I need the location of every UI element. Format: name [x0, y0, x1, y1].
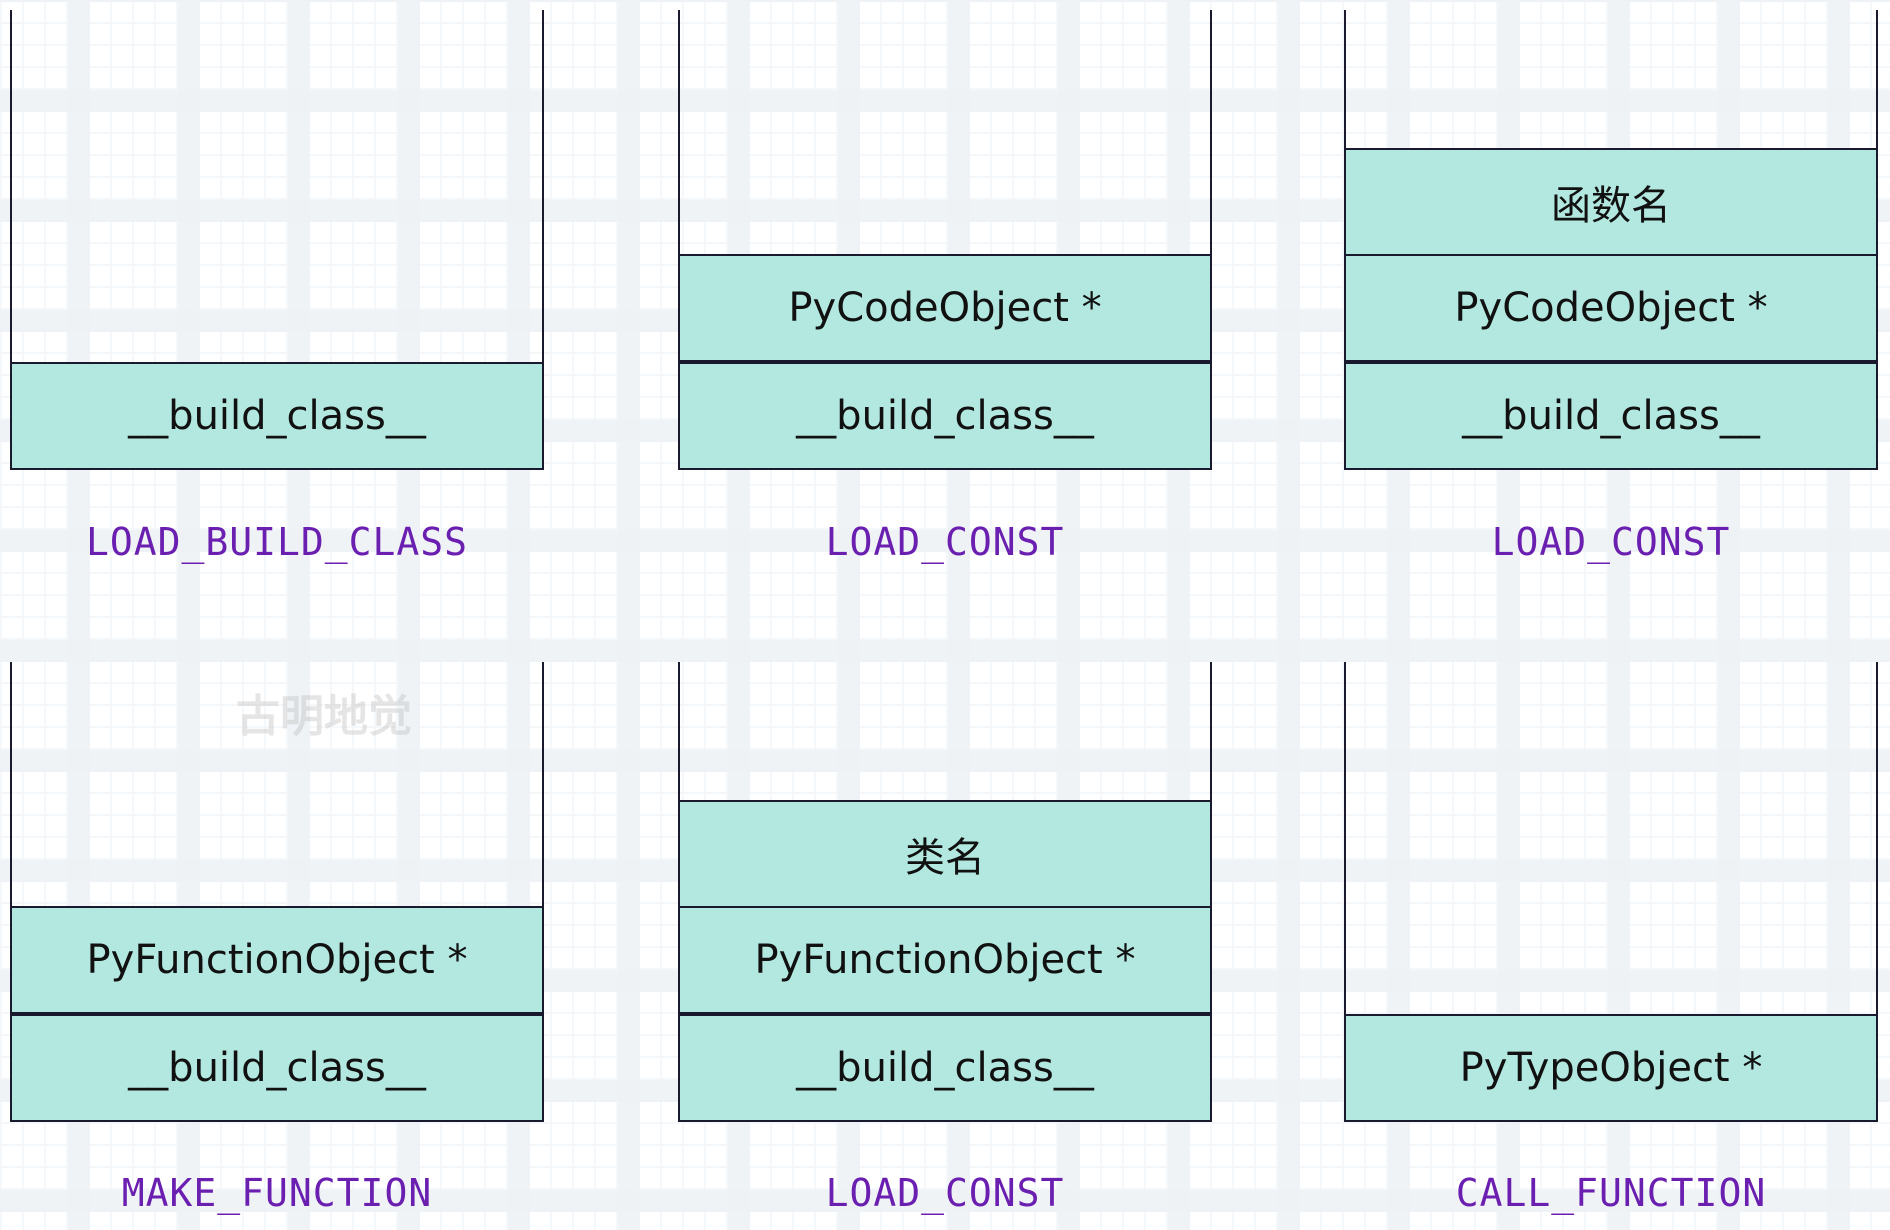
stack-diagram: __build_class__ PyCodeObject * 函数名 [1344, 10, 1878, 470]
stack-left-wall [10, 662, 12, 1122]
stack-right-wall [542, 662, 544, 1122]
opcode-caption: LOAD_BUILD_CLASS [85, 520, 469, 564]
stack-left-wall [10, 10, 12, 470]
opcode-caption: CALL_FUNCTION [1455, 1171, 1767, 1215]
opcode-caption: LOAD_CONST [1491, 520, 1731, 564]
stack-diagram: __build_class__ PyFunctionObject * [10, 662, 544, 1122]
stack-slot: __build_class__ [10, 362, 544, 470]
stack-slot: __build_class__ [1344, 362, 1878, 470]
stack-left-wall [678, 10, 680, 470]
stack-slot: PyCodeObject * [1344, 254, 1878, 362]
stack-slots: __build_class__ PyCodeObject * 函数名 [1344, 148, 1878, 470]
watermark-text: 古明地觉 [236, 691, 412, 742]
stack-slot: 类名 [678, 800, 1212, 908]
stack-slots: __build_class__ [10, 362, 544, 470]
stack-right-wall [1210, 10, 1212, 470]
opcode-caption: LOAD_CONST [825, 520, 1065, 564]
stack-slot: __build_class__ [678, 362, 1212, 470]
stack-right-wall [542, 10, 544, 470]
stack-left-wall [1344, 662, 1346, 1122]
stack-slots: __build_class__ PyFunctionObject * [10, 906, 544, 1122]
stack-slots: __build_class__ PyCodeObject * [678, 254, 1212, 470]
opcode-caption: MAKE_FUNCTION [121, 1171, 433, 1215]
stack-slot: PyFunctionObject * [678, 906, 1212, 1014]
stack-diagram: __build_class__ PyCodeObject * [678, 10, 1212, 470]
stack-slot: PyTypeObject * [1344, 1014, 1878, 1122]
stack-right-wall [1876, 662, 1878, 1122]
stack-slot: 函数名 [1344, 148, 1878, 256]
stack-diagram: __build_class__ PyFunctionObject * 类名 [678, 662, 1212, 1122]
opcode-caption: LOAD_CONST [825, 1171, 1065, 1215]
stack-slot: __build_class__ [678, 1014, 1212, 1122]
stack-diagram: __build_class__ [10, 10, 544, 470]
stack-slots: __build_class__ PyFunctionObject * 类名 [678, 800, 1212, 1122]
stack-diagram: PyTypeObject * [1344, 662, 1878, 1122]
stack-slot: __build_class__ [10, 1014, 544, 1122]
stack-slot: PyFunctionObject * [10, 906, 544, 1014]
stack-slots: PyTypeObject * [1344, 1014, 1878, 1122]
stack-slot: PyCodeObject * [678, 254, 1212, 362]
